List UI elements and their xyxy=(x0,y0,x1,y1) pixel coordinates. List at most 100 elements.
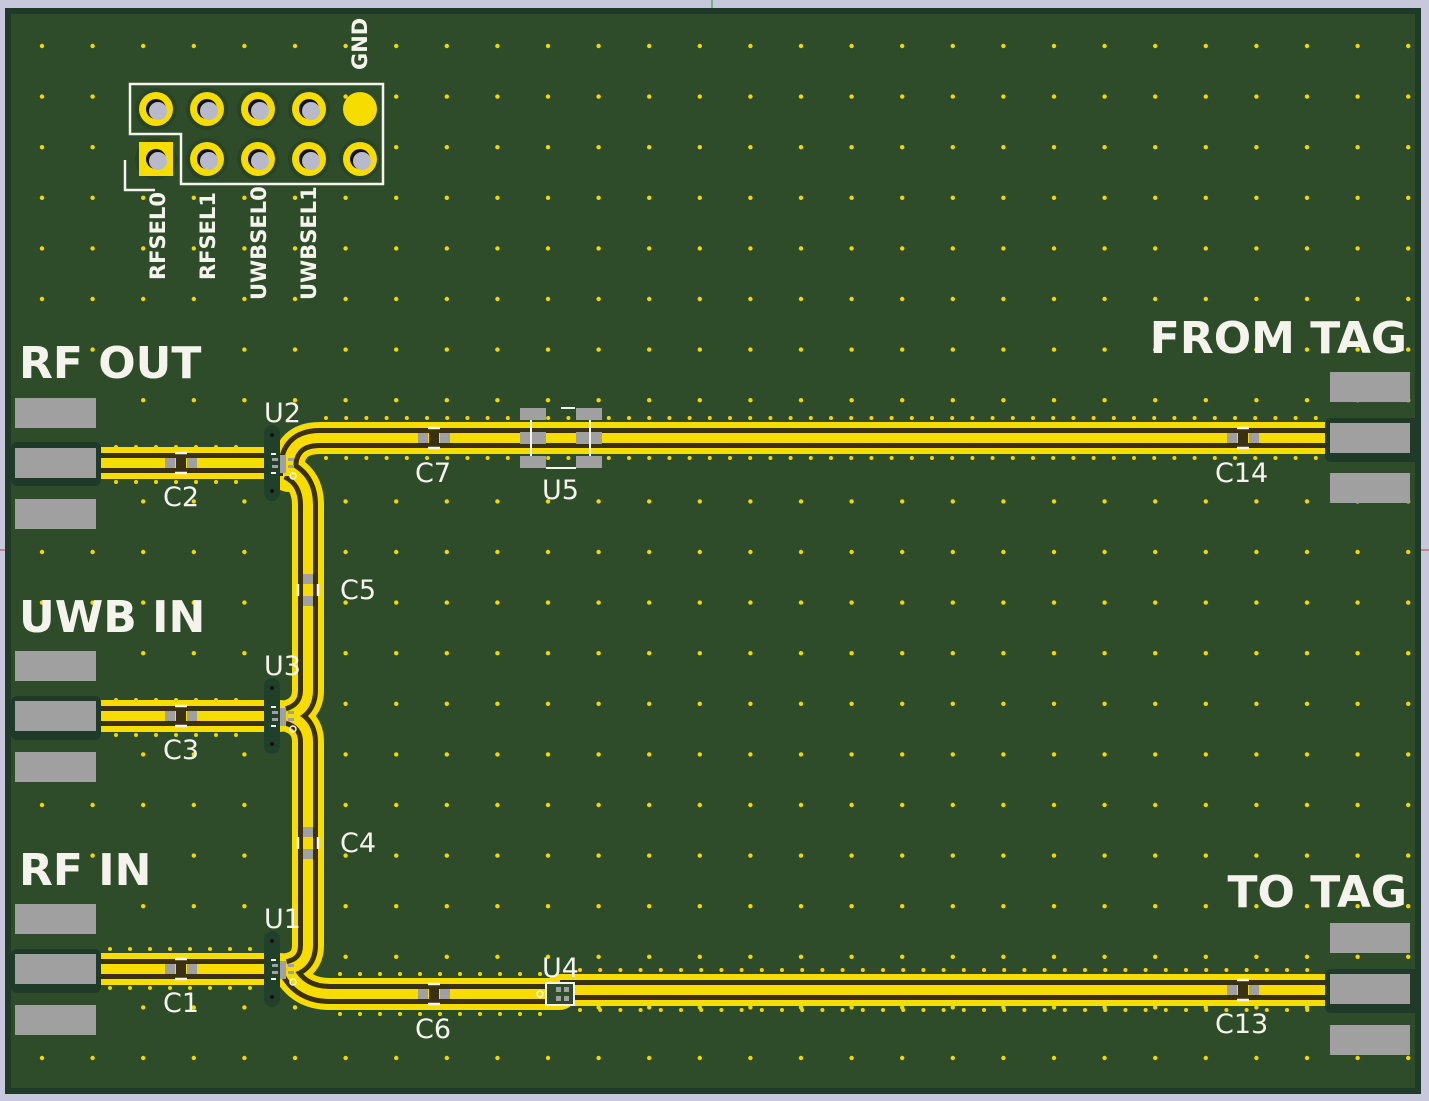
stitching-via xyxy=(134,480,138,484)
connector-signal-pad[interactable] xyxy=(1330,974,1410,1004)
stitching-via xyxy=(748,416,753,420)
connector-signal-pad[interactable] xyxy=(15,954,96,984)
ground-via xyxy=(90,145,95,150)
stitching-via xyxy=(364,416,369,420)
ground-via xyxy=(1051,701,1057,706)
ground-via xyxy=(1304,752,1310,757)
cap-body xyxy=(429,984,439,1004)
capacitor-c13[interactable] xyxy=(1227,978,1259,1002)
capacitor-c1[interactable] xyxy=(165,957,197,981)
amplifier-u5[interactable] xyxy=(520,407,602,469)
ground-via xyxy=(647,195,652,200)
stitching-via xyxy=(1244,1008,1249,1012)
ground-via xyxy=(1304,347,1310,352)
rf-switch-u3[interactable] xyxy=(264,678,297,754)
capacitor-c6[interactable] xyxy=(418,982,450,1006)
stitching-via xyxy=(1192,416,1197,420)
ground-via xyxy=(141,904,146,909)
stitching-via xyxy=(1022,968,1027,972)
ground-via xyxy=(191,1055,196,1061)
connector-signal-pad[interactable] xyxy=(1330,423,1410,453)
connector-rf-out[interactable] xyxy=(11,398,101,529)
ground-via xyxy=(1203,145,1209,150)
stitching-via xyxy=(384,416,389,420)
connector-signal-pad[interactable] xyxy=(15,448,96,478)
ground-via xyxy=(191,752,196,757)
ground-via xyxy=(849,145,854,150)
cap-body xyxy=(176,706,186,726)
ground-via xyxy=(545,954,551,959)
ground-via xyxy=(444,94,449,99)
ground-via xyxy=(798,347,804,352)
header-pin-gnd-pad[interactable] xyxy=(343,92,377,126)
capacitor-c3[interactable] xyxy=(165,704,197,728)
ground-via xyxy=(596,398,601,403)
ground-via xyxy=(950,904,955,909)
ground-via xyxy=(1406,904,1411,909)
ground-via xyxy=(950,600,955,605)
connector-signal-pad[interactable] xyxy=(15,701,96,731)
stitching-via xyxy=(728,416,732,420)
stitching-via xyxy=(606,416,611,420)
ground-via xyxy=(191,549,196,555)
ground-via xyxy=(343,752,348,757)
ground-via xyxy=(545,94,551,99)
ground-via xyxy=(1051,195,1057,200)
switch-via xyxy=(270,686,274,690)
ground-via xyxy=(798,600,804,605)
stitching-via xyxy=(134,733,138,737)
stitching-via xyxy=(1313,456,1318,460)
ground-via xyxy=(596,904,601,909)
ground-via xyxy=(1203,904,1209,909)
ground-via xyxy=(39,549,45,555)
ground-via xyxy=(1304,43,1310,49)
ground-via xyxy=(1001,752,1006,757)
ground-via xyxy=(394,651,399,656)
stitching-via xyxy=(1111,416,1116,420)
connector-ground-pad xyxy=(1330,923,1410,953)
pin-header[interactable] xyxy=(123,82,385,192)
ground-via xyxy=(1304,246,1310,251)
ground-via xyxy=(1203,398,1209,403)
stitching-via xyxy=(1071,416,1076,420)
capacitor-c5[interactable] xyxy=(296,574,320,606)
capacitor-c14[interactable] xyxy=(1227,426,1259,450)
stitching-via xyxy=(438,1012,442,1016)
ground-via xyxy=(697,904,702,909)
capacitor-c7[interactable] xyxy=(418,426,450,450)
ground-via xyxy=(748,43,753,49)
ground-via xyxy=(1203,246,1209,251)
connector-uwb-in[interactable] xyxy=(11,651,101,782)
capacitor-c4[interactable] xyxy=(296,827,320,859)
rf-switch-u1[interactable] xyxy=(264,931,297,1007)
stitching-via xyxy=(134,698,138,702)
connector-to-tag[interactable] xyxy=(1325,923,1420,1055)
stitching-via xyxy=(338,1012,342,1016)
ground-via xyxy=(292,195,298,200)
header-pin-hole xyxy=(302,102,320,120)
ground-via xyxy=(343,802,348,808)
connector-rf-in[interactable] xyxy=(11,904,101,1035)
ground-via xyxy=(1051,145,1057,150)
stitching-via xyxy=(1224,968,1229,972)
ground-via xyxy=(1254,853,1259,858)
ground-via xyxy=(1102,1055,1107,1061)
component-u4[interactable] xyxy=(536,982,575,1006)
u4-pad xyxy=(564,987,569,992)
stitching-via xyxy=(869,416,874,420)
rf-switch-u2[interactable] xyxy=(264,425,297,501)
ground-via xyxy=(1102,802,1107,808)
connector-from-tag[interactable] xyxy=(1325,372,1420,503)
switch-pin xyxy=(288,971,294,974)
ground-via xyxy=(39,802,45,808)
capacitor-c2[interactable] xyxy=(165,451,197,475)
connector-ground-pad xyxy=(1330,473,1410,503)
stitching-via xyxy=(930,456,934,460)
ground-via xyxy=(1153,296,1158,302)
stitching-via xyxy=(518,1012,522,1016)
pin1-marker xyxy=(123,160,155,192)
stitching-via xyxy=(578,968,582,972)
ground-via xyxy=(394,1055,399,1061)
